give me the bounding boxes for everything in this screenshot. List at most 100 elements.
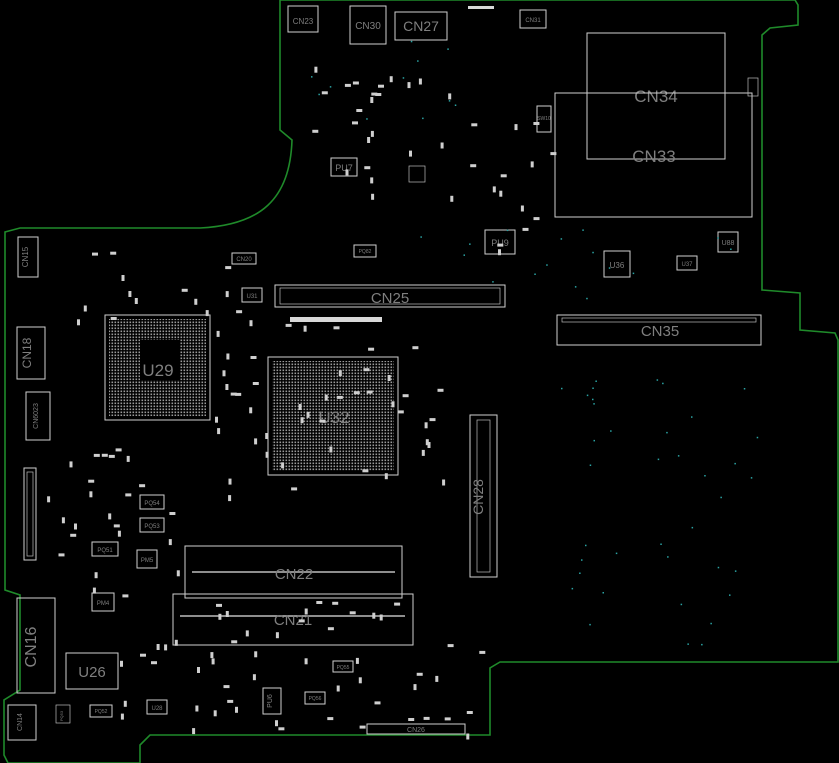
cn35-label: CN35 (641, 323, 679, 340)
via-dot (574, 286, 577, 288)
passive-component (329, 446, 333, 453)
passive-component (514, 124, 518, 131)
via-dot (756, 436, 759, 439)
passive-component (418, 78, 422, 85)
passive-component (213, 710, 217, 717)
passive-component (384, 473, 388, 480)
passive-component (448, 93, 452, 100)
cn31-label: CN31 (525, 18, 541, 24)
passive-component (471, 123, 478, 127)
passive-component (228, 495, 232, 502)
passive-component (394, 602, 401, 606)
via-dot (720, 496, 722, 499)
cn34-label: CN34 (634, 87, 677, 106)
passive-component (108, 513, 112, 520)
via-dot (592, 251, 594, 254)
passive-component (254, 438, 258, 445)
cn27-label: CN27 (403, 18, 439, 34)
passive-component (362, 469, 369, 473)
passive-component (227, 699, 234, 703)
cn14-label: CN14 (17, 713, 24, 731)
via-dot (666, 431, 668, 434)
via-dot (581, 559, 583, 561)
passive-component (285, 323, 292, 327)
passive-component (407, 82, 411, 89)
passive-component (58, 553, 65, 557)
cn22-label: CN22 (275, 566, 313, 583)
via-dot (560, 238, 563, 240)
passive-component (470, 164, 477, 168)
passive-component (92, 587, 96, 594)
u37-label: U37 (681, 262, 693, 268)
passive-component (367, 137, 371, 143)
passive-component (366, 390, 373, 394)
passive-component (236, 310, 243, 314)
passive-component (88, 479, 95, 483)
via-dot (469, 243, 471, 245)
passive-component (358, 677, 362, 684)
passive-component (375, 93, 382, 96)
passive-component (444, 717, 451, 721)
via-dot (730, 248, 732, 250)
cn21-label: CN21 (274, 612, 312, 629)
via-dot (743, 388, 746, 390)
via-dot (366, 118, 368, 120)
passive-component (291, 487, 298, 491)
passive-components (47, 66, 557, 740)
pu6-label: PU6 (267, 694, 274, 708)
passive-component (225, 611, 229, 617)
cn30-label: CN30 (355, 21, 381, 32)
passive-component (371, 193, 375, 200)
via-dot (593, 403, 595, 405)
passive-component (192, 728, 196, 735)
via-dot (632, 272, 635, 275)
passive-component (306, 411, 310, 418)
u36-label: U36 (610, 261, 625, 270)
via-dot (410, 40, 413, 43)
via-dot (546, 264, 548, 266)
passive-component (345, 169, 349, 176)
via-dot (717, 566, 720, 569)
via-dot (717, 237, 719, 239)
via-dot (602, 592, 604, 594)
via-dot (506, 229, 509, 232)
passive-component (530, 161, 534, 168)
via-dot (734, 570, 737, 572)
via-dot (592, 387, 594, 389)
passive-component (228, 478, 232, 485)
passive-component (332, 601, 339, 605)
passive-component (437, 388, 444, 392)
passive-component (353, 391, 360, 395)
passive-component (94, 572, 98, 579)
passive-component (215, 416, 218, 423)
passive-component (408, 718, 415, 721)
passive-component (500, 174, 507, 178)
cn18-label: CN18 (20, 337, 34, 368)
passive-component (216, 330, 220, 337)
passive-component (217, 428, 221, 435)
via-dot (704, 475, 706, 477)
passive-component (304, 658, 308, 665)
pq53b-label: PQ53 (59, 710, 64, 721)
passive-component (121, 275, 125, 281)
pq52-label: PQ52 (95, 709, 108, 715)
passive-component (252, 674, 256, 681)
passive-component (466, 733, 470, 740)
passive-component (359, 725, 366, 729)
passive-component (126, 455, 130, 462)
pq56-label: PQ56 (309, 696, 322, 702)
passive-component (364, 166, 371, 170)
u29-label: U29 (142, 361, 173, 380)
passive-component (275, 720, 278, 727)
passive-component (140, 653, 146, 657)
passive-component (249, 407, 253, 414)
passive-component (300, 417, 304, 424)
via-dot (534, 273, 536, 275)
passive-component (327, 627, 334, 631)
passive-component (195, 705, 199, 712)
passive-component (312, 129, 319, 133)
passive-component (522, 227, 529, 231)
passive-component (77, 319, 80, 326)
passive-component (319, 419, 326, 423)
pq51-label: PQ51 (97, 548, 113, 554)
